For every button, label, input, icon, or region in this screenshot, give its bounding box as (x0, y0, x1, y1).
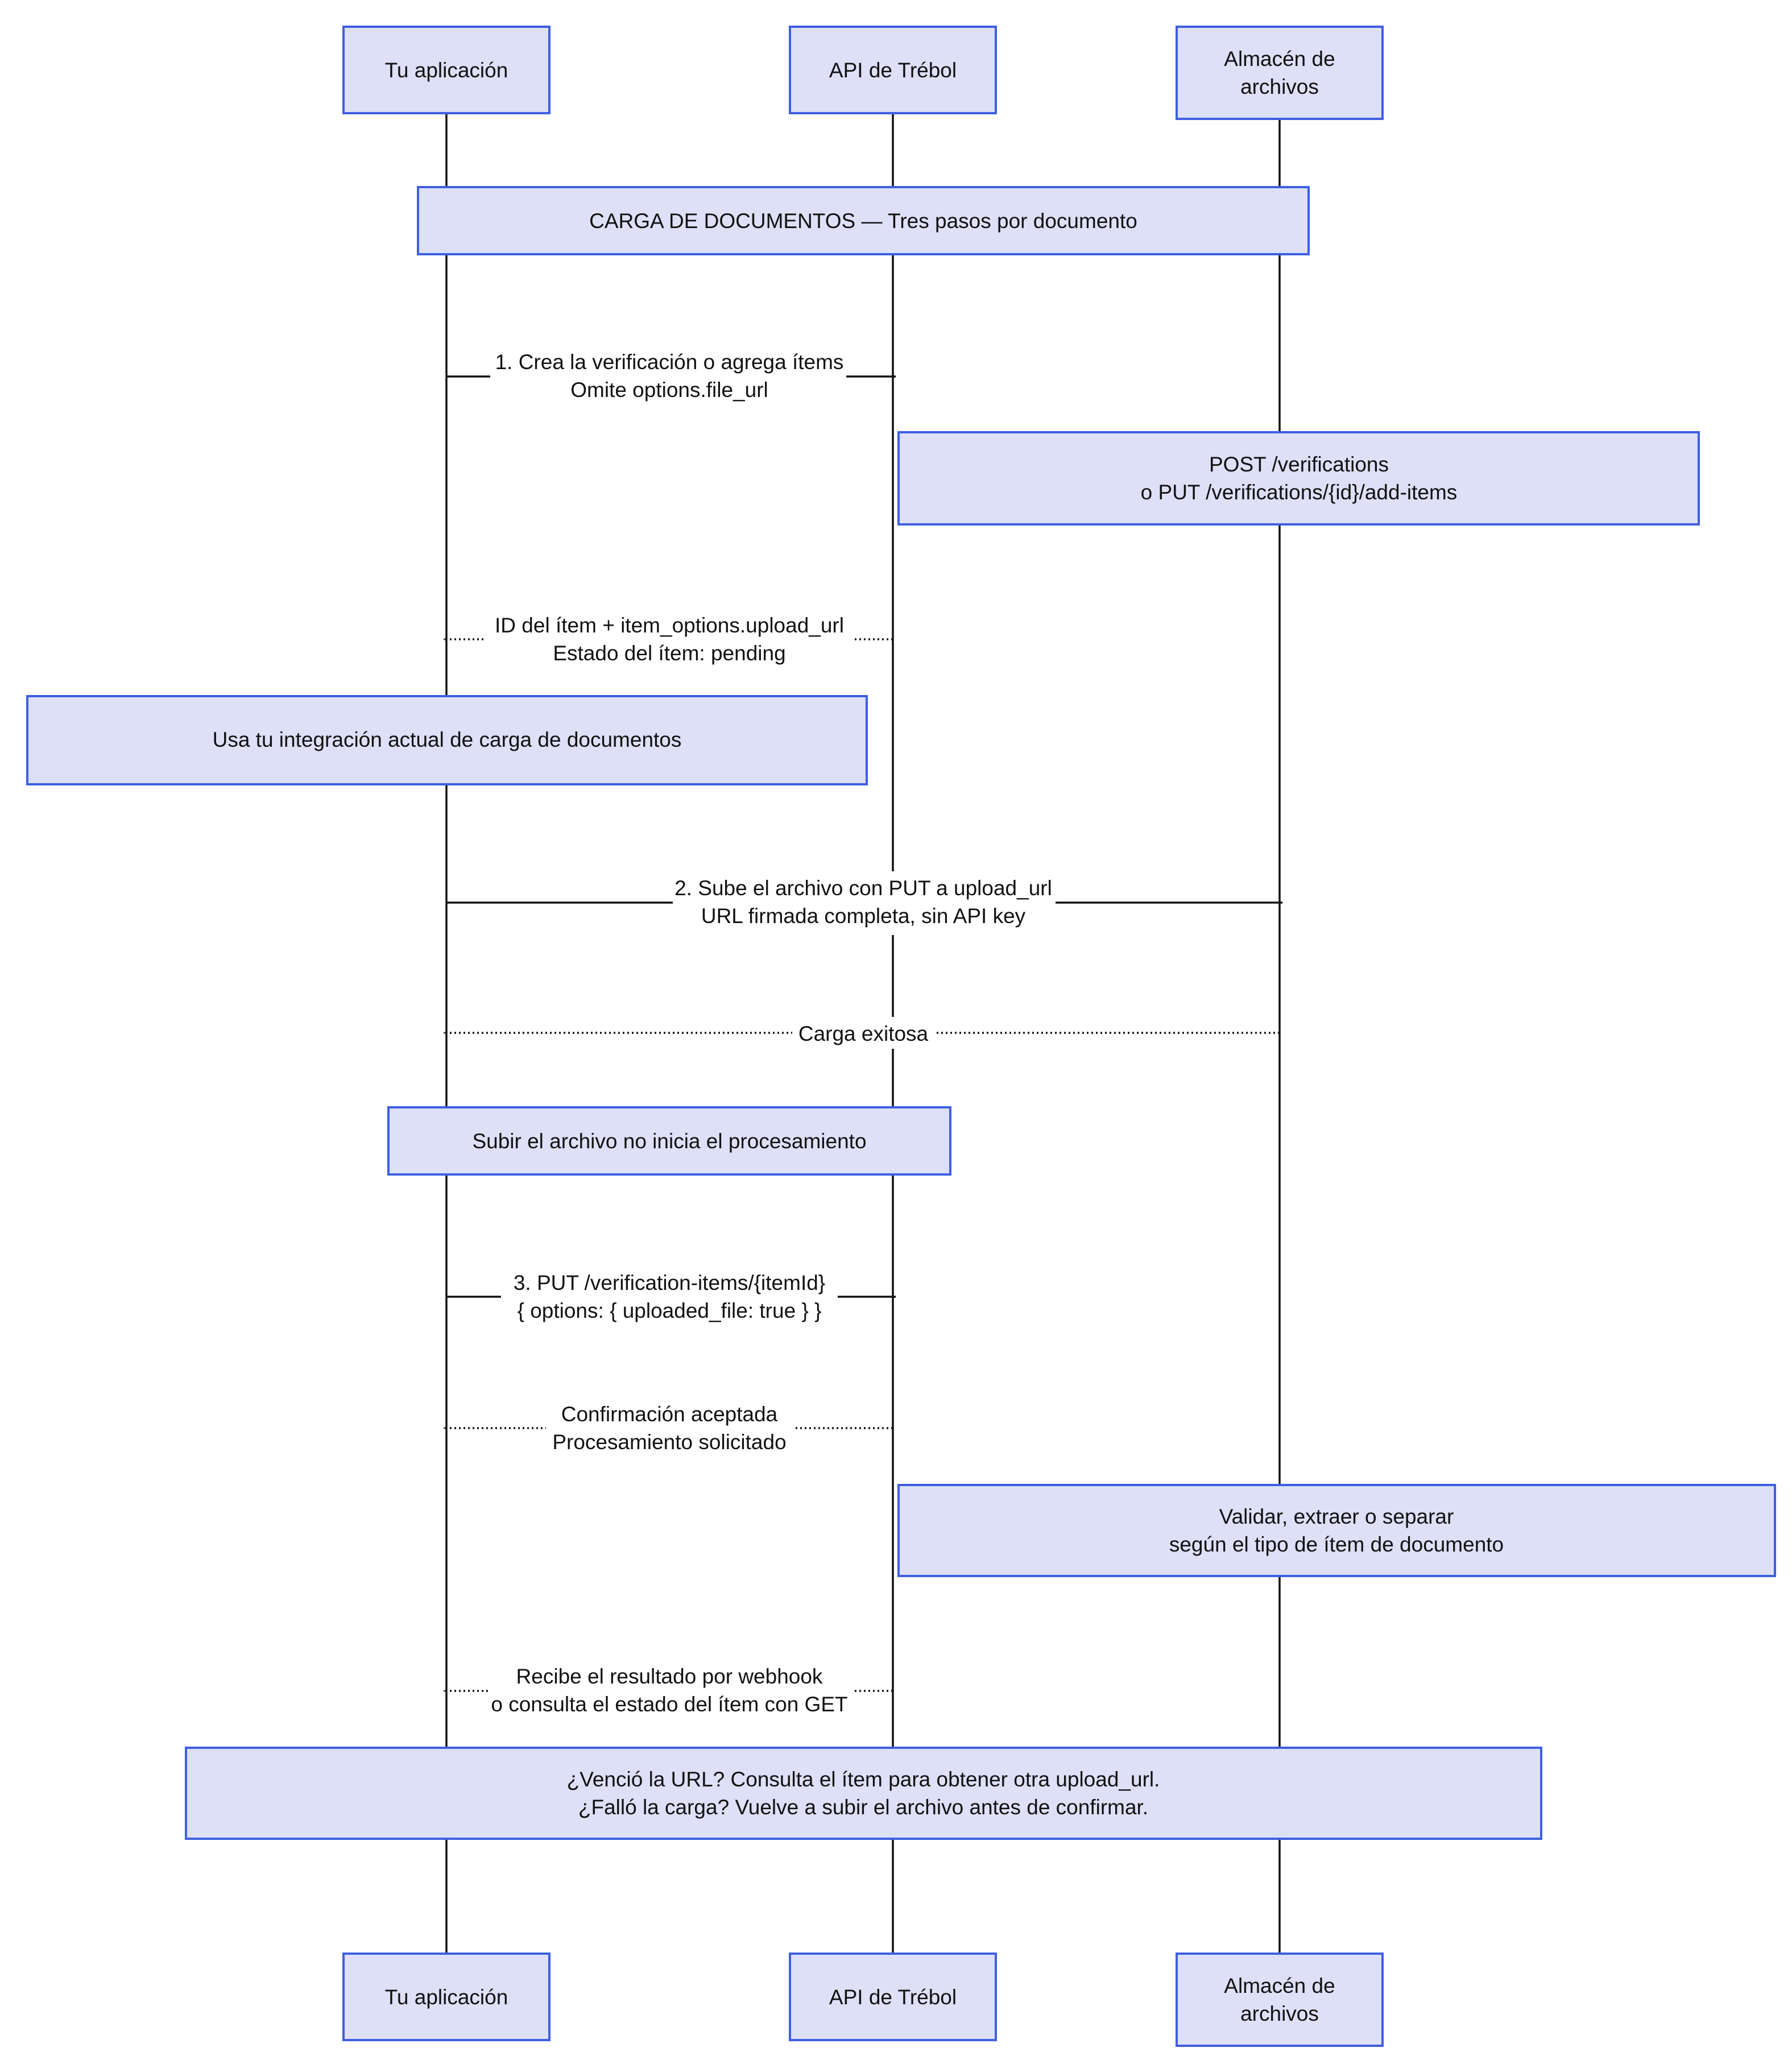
message-label: Recibe el resultado por webhook (516, 1665, 823, 1688)
participant-label: API de Trébol (829, 1985, 957, 2009)
note-text: según el tipo de ítem de documento (1169, 1533, 1504, 1556)
message-label: 2. Sube el archivo con PUT a upload_url (674, 876, 1052, 900)
note-text: CARGA DE DOCUMENTOS — Tres pasos por doc… (589, 209, 1137, 233)
message-label: { options: { uploaded_file: true } } (518, 1299, 822, 1322)
note-text: ¿Falló la carga? Vuelve a subir el archi… (578, 1796, 1148, 1819)
participant-label: archivos (1240, 2002, 1319, 2025)
note-text: Usa tu integración actual de carga de do… (213, 728, 682, 751)
note-text: o PUT /verifications/{id}/add-items (1141, 481, 1458, 504)
note-carga-documentos: CARGA DE DOCUMENTOS — Tres pasos por doc… (417, 186, 1310, 255)
note-text: Subir el archivo no inicia el procesamie… (472, 1130, 866, 1153)
participant-label: Tu aplicación (385, 1985, 508, 2009)
message-recibe-resultado: Recibe el resultado por webhook o consul… (444, 1660, 893, 1723)
note-validar-extraer: Validar, extraer o separar según el tipo… (897, 1484, 1776, 1577)
participant-label: API de Trébol (829, 59, 957, 82)
participant-app-top: Tu aplicación (342, 26, 551, 114)
participant-label: Almacén de (1224, 47, 1335, 71)
participant-api-bottom: API de Trébol (789, 1953, 997, 2041)
message-confirmacion-aceptada: Confirmación aceptada Procesamiento soli… (444, 1397, 893, 1461)
participant-label: archivos (1240, 75, 1319, 98)
message-label: Confirmación aceptada (561, 1403, 778, 1426)
note-text: Validar, extraer o separar (1219, 1505, 1454, 1528)
participant-api-top: API de Trébol (789, 26, 997, 114)
participant-storage-top: Almacén de archivos (1176, 26, 1384, 120)
message-carga-exitosa: Carga exitosa (444, 1017, 1280, 1049)
message-label: 3. PUT /verification-items/{itemId} (514, 1271, 825, 1294)
note-no-inicia-procesamiento: Subir el archivo no inicia el procesamie… (387, 1106, 951, 1176)
message-label: Carga exitosa (798, 1022, 929, 1045)
note-url-vencida: ¿Venció la URL? Consulta el ítem para ob… (185, 1747, 1542, 1840)
message-label: Procesamiento solicitado (552, 1430, 786, 1454)
message-crea-verificacion: 1. Crea la verificación o agrega ítems O… (446, 345, 896, 408)
participant-app-bottom: Tu aplicación (342, 1953, 551, 2041)
participant-label: Almacén de (1224, 1974, 1335, 1997)
message-label: URL firmada completa, sin API key (701, 904, 1026, 928)
note-post-verifications: POST /verifications o PUT /verifications… (897, 431, 1700, 526)
note-text: ¿Venció la URL? Consulta el ítem para ob… (567, 1768, 1160, 1791)
message-label: Estado del ítem: pending (553, 642, 785, 665)
note-text: POST /verifications (1209, 453, 1389, 476)
participant-label: Tu aplicación (385, 59, 508, 82)
message-sube-archivo: 2. Sube el archivo con PUT a upload_url … (446, 871, 1282, 935)
participant-storage-bottom: Almacén de archivos (1176, 1953, 1384, 2047)
message-label: ID del ítem + item_options.upload_url (495, 614, 844, 637)
message-id-item-upload-url: ID del ítem + item_options.upload_url Es… (444, 609, 893, 672)
note-integracion-actual: Usa tu integración actual de carga de do… (26, 695, 868, 785)
message-label: 1. Crea la verificación o agrega ítems (495, 350, 844, 374)
message-label: Omite options.file_url (570, 378, 768, 402)
message-label: o consulta el estado del ítem con GET (491, 1693, 847, 1716)
message-put-verification-items: 3. PUT /verification-items/{itemId} { op… (446, 1265, 896, 1329)
